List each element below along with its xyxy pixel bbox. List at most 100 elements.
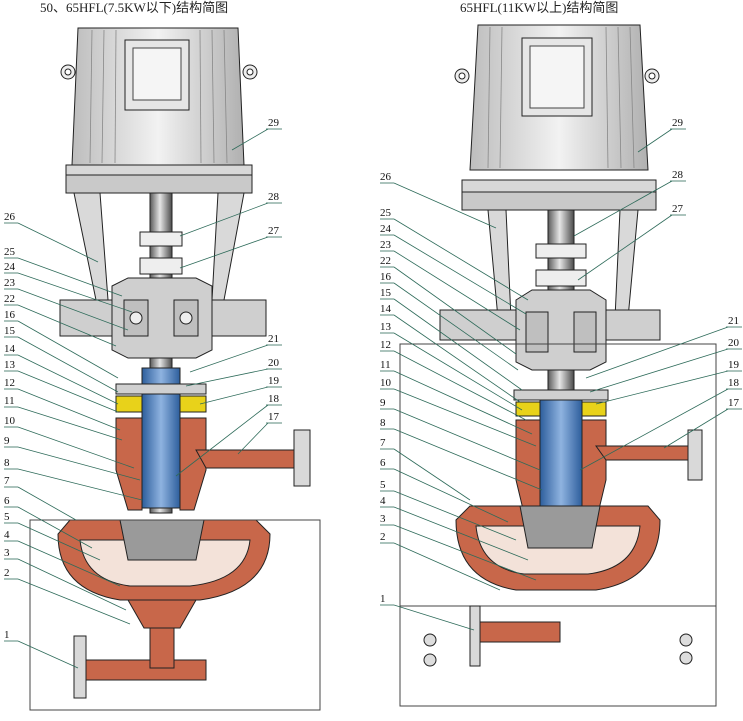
right-part-label: 15 — [380, 287, 392, 299]
right-leader-line-20 — [589, 348, 729, 393]
right-leader-line-18 — [579, 388, 729, 471]
right-leader-line-11 — [393, 370, 533, 435]
right-leader-line-10 — [393, 388, 537, 447]
right-part-label: 2 — [380, 531, 386, 543]
right-leader-line-25 — [393, 218, 529, 301]
left-leader-line-25 — [17, 257, 123, 297]
right-part-label: 28 — [672, 169, 684, 181]
left-part-label: 17 — [268, 411, 280, 423]
left-part-label: 19 — [268, 375, 280, 387]
left-part-label: 3 — [4, 547, 10, 559]
left-label-leaders — [4, 128, 282, 669]
left-leader-line-5 — [17, 522, 101, 561]
left-leader-line-22 — [17, 304, 117, 347]
right-leader-line-9 — [393, 408, 541, 471]
left-part-label: 20 — [268, 357, 280, 369]
left-part-label: 14 — [4, 343, 16, 355]
right-part-label: 6 — [380, 457, 386, 469]
right-part-label: 24 — [380, 223, 392, 235]
left-leader-line-18 — [175, 404, 269, 477]
left-leader-line-23 — [17, 288, 129, 331]
left-leader-line-20 — [185, 368, 269, 387]
left-leader-line-14 — [17, 354, 119, 405]
right-part-label: 8 — [380, 417, 386, 429]
right-leader-line-19 — [595, 370, 729, 405]
left-part-label: 22 — [4, 293, 15, 305]
left-leader-line-17 — [237, 422, 269, 455]
right-leader-line-8 — [393, 428, 543, 491]
right-part-label: 25 — [380, 207, 392, 219]
right-label-leaders — [380, 128, 742, 631]
right-bearing-housing — [515, 289, 607, 371]
right-part-label: 13 — [380, 321, 392, 333]
left-bracket — [59, 192, 267, 337]
left-part-label: 4 — [4, 529, 10, 541]
left-part-label: 21 — [268, 333, 279, 345]
left-part-label: 28 — [268, 191, 280, 203]
right-part-label: 29 — [672, 117, 684, 129]
left-leader-line-9 — [17, 446, 141, 481]
left-leader-line-2 — [17, 578, 131, 625]
right-leader-line-3 — [393, 524, 537, 581]
left-leader-line-3 — [17, 558, 127, 611]
left-leader-line-11 — [17, 406, 123, 441]
right-part-label: 5 — [380, 479, 386, 491]
left-part-label: 9 — [4, 435, 10, 447]
left-leader-line-19 — [199, 386, 269, 405]
right-leader-line-21 — [585, 326, 729, 379]
left-leader-line-8 — [17, 468, 143, 501]
right-leader-line-15 — [393, 298, 523, 391]
right-leader-line-1 — [393, 604, 475, 631]
diagram-title-right: 65HFL(11KW以上)结构简图 — [460, 0, 619, 15]
left-mechanical-seal — [115, 383, 207, 413]
right-leader-line-5 — [393, 490, 517, 541]
left-part-label: 23 — [4, 277, 16, 289]
right-part-label: 19 — [728, 359, 740, 371]
left-part-label: 26 — [4, 211, 16, 223]
left-motor — [60, 27, 258, 194]
right-part-label: 11 — [380, 359, 391, 371]
right-part-label: 14 — [380, 303, 392, 315]
right-leader-line-23 — [393, 250, 521, 331]
right-part-label: 17 — [728, 397, 740, 409]
left-part-label: 8 — [4, 457, 10, 469]
left-leader-line-1 — [17, 640, 79, 669]
right-leader-line-17 — [663, 408, 729, 449]
right-part-label: 1 — [380, 593, 386, 605]
left-part-label: 27 — [268, 225, 280, 237]
left-leader-line-21 — [189, 344, 269, 373]
left-base — [29, 519, 321, 711]
left-part-label: 18 — [268, 393, 280, 405]
right-part-label: 20 — [728, 337, 740, 349]
right-part-label: 16 — [380, 271, 392, 283]
left-part-label: 5 — [4, 511, 10, 523]
left-leader-line-26 — [17, 222, 99, 263]
right-leader-line-4 — [393, 506, 529, 561]
right-part-label: 7 — [380, 437, 386, 449]
left-part-label: 25 — [4, 246, 16, 258]
left-part-label: 7 — [4, 475, 10, 487]
right-mechanical-seal — [513, 389, 609, 417]
left-pump-casing — [57, 417, 311, 629]
right-leader-line-22 — [393, 266, 517, 355]
left-part-label: 1 — [4, 629, 10, 641]
left-part-label: 11 — [4, 395, 15, 407]
right-leader-line-7 — [393, 448, 471, 501]
left-part-label: 16 — [4, 309, 16, 321]
left-leader-line-28 — [179, 202, 269, 237]
left-pump-drawing — [29, 27, 321, 711]
right-part-label: 9 — [380, 397, 386, 409]
right-leader-line-14 — [393, 314, 521, 403]
left-part-label: 15 — [4, 325, 16, 337]
left-part-label: 2 — [4, 567, 10, 579]
right-leader-line-29 — [637, 128, 673, 153]
right-part-label: 23 — [380, 239, 392, 251]
left-part-label: 10 — [4, 415, 16, 427]
right-base — [399, 343, 717, 707]
left-part-label: 12 — [4, 377, 15, 389]
right-part-label: 22 — [380, 255, 391, 267]
left-part-label: 24 — [4, 261, 16, 273]
right-part-label: 10 — [380, 377, 392, 389]
right-leader-line-12 — [393, 350, 527, 421]
